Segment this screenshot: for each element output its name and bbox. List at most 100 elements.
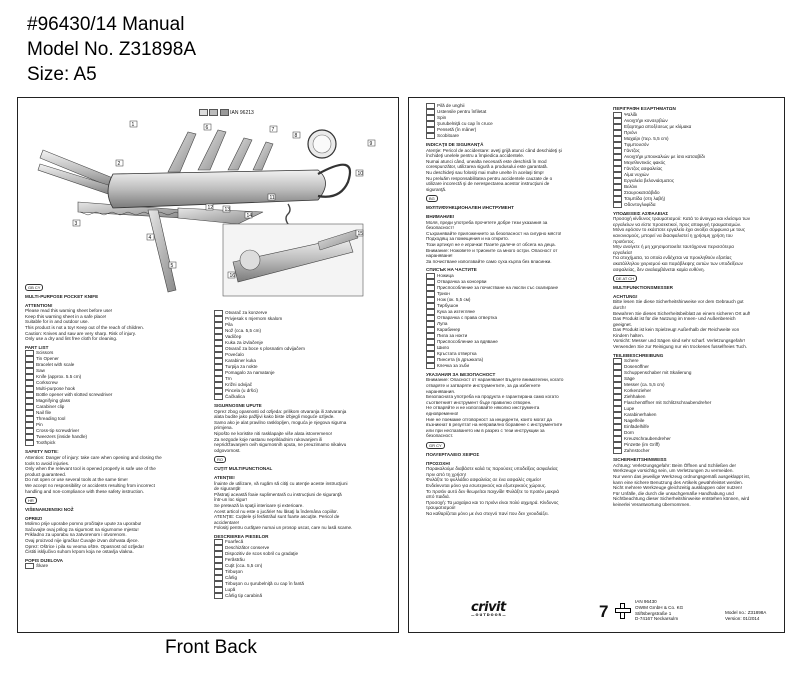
text-line: Не отваряйте и не използвайте няколко ин… (426, 405, 540, 411)
text-line: Werkzeuge vorsichtig sein, um Verletzung… (613, 468, 734, 474)
text-line: primjena. (214, 425, 233, 431)
list-item: Γάντζος (613, 147, 781, 154)
list-item: Zahnstocher (613, 448, 781, 455)
text-line: de siguranţă! (214, 486, 241, 492)
list-item: Dosenöffner (613, 364, 781, 371)
text-line: Подходящ за помещения и на открито. (426, 236, 509, 242)
list-item: Шило (426, 344, 606, 351)
callout-4: 4 (149, 235, 152, 241)
text-line: Παρακαλούμε διαβάστε καλά τις παρούσες υ… (426, 466, 558, 472)
text-line: handling and non-compliance with these s… (25, 488, 144, 494)
list-item: Ψαλίδι (613, 111, 781, 118)
list-item: Spin (426, 115, 606, 121)
list-item: Nož (cca. 5,5 cm) (214, 328, 394, 334)
list-item: Privjesak s mjernom skalom (214, 316, 394, 322)
list-item: Тирбушон (426, 302, 606, 309)
text-line: Vorsicht: Messer und Sägen sind sehr sch… (613, 338, 746, 344)
list-item: Οδοντογλυφίδα (613, 201, 781, 208)
text-line: Το προϊόν αυτό δεν θεωρείται παιχνίδι! Φ… (426, 488, 560, 494)
section-title-bg: МУЛТИФУНКЦИОНАЛЕН ИНСТРУМЕНТ (426, 205, 514, 211)
list-item: Pomagalo za namatanje (214, 370, 394, 376)
callout-16: 16 (230, 273, 236, 279)
text-line: tools to avoid injuries. (25, 460, 70, 466)
callout-11: 11 (270, 195, 275, 201)
text-line: съответният инструмент бъде правилно отв… (426, 399, 532, 405)
list-item: Magnifying glass (25, 398, 205, 405)
text-line: възникнат в резултат на неправилно борав… (426, 422, 563, 428)
list-item: Lupă (214, 587, 394, 594)
descriere-title: DESCRIEREA PIESELOR (214, 533, 269, 539)
lang-badge-bg: BG (426, 195, 438, 203)
text-line: Čistiti isključivo suhom krpom koja ne o… (25, 549, 134, 555)
callout-5: 5 (171, 263, 174, 269)
text-line: Please read this warning sheet before us… (25, 308, 113, 314)
text-line: Molimo prije uporabe pomno pročitajte up… (25, 521, 142, 527)
list-item: Kuka za izvlačenje (214, 340, 394, 346)
callout-14: 14 (247, 213, 253, 219)
header-model-number: Model No. Z31898A (27, 39, 196, 60)
popis-title: POPIS DIJELOVA (25, 557, 63, 563)
text-line: Oprez zbog opasnosti od ozljeda: priliko… (214, 408, 347, 414)
lang-badge-ro: RO (214, 456, 226, 464)
list-item: Ustensile pentru înfiletat (426, 109, 606, 115)
text-line: Bitte lesen Sie diese Sicherheitshinweis… (613, 299, 744, 305)
list-item: Saw (25, 368, 205, 375)
list-item: Corkscrew (25, 380, 205, 387)
text-line: Να καθαρίζεται μόνο με ένα στεγνό πανί π… (426, 510, 549, 516)
list-item: Кука за изтегляне (426, 308, 606, 315)
sicherheit-title: SICHERHEITSHINWEISS (613, 457, 667, 463)
text-line: Bewahren Sie dieses Sicherheitsbeiblatt … (613, 310, 751, 316)
list-item: Čačkalica (214, 394, 394, 400)
list-item: Εργαλεία βελονιάσματος (613, 177, 781, 184)
text-line: τραυματισμού! (426, 505, 456, 511)
text-line: Nur wenn das jeweilige Werkzeug ordnungs… (613, 474, 751, 480)
text-line: ασφαλείας, δεν αναλαμβάνεται καμία ευθύν… (613, 266, 705, 272)
text-line: Για ατυχήματα, τα οποία ενδέχεται να προ… (613, 255, 732, 261)
list-item: Cuţit (cca. 5,5 cm) (214, 563, 394, 570)
text-line: Keep this warning sheet in a safe place! (25, 313, 107, 319)
text-line: Attention: Danger of injury: take care w… (25, 454, 162, 460)
list-item: Vadičep (214, 334, 394, 340)
text-line: отваряте и затваряте инструментите, за д… (426, 383, 541, 389)
text-line: безопасност! (426, 225, 454, 231)
text-line: Ovaj proizvod nije igračka! Čuvajte izva… (25, 538, 139, 544)
text-line: This product is not a toy! Keep out of t… (25, 324, 144, 330)
list-item: Messer (ca. 5,5 cm) (613, 382, 781, 389)
list-item: Pila (214, 322, 394, 328)
text-line: We accept no responsibility or accidents… (25, 482, 155, 488)
list-item: Tweezers (inside handle) (25, 434, 205, 441)
list-item: Пинсета (в дръжката) (426, 356, 606, 363)
text-line: Se pretează la spaţii interioare şi exte… (214, 502, 304, 508)
list-item: Toothpick (25, 440, 205, 447)
text-line: Prikladno za uporabu na zatvorenom i otv… (25, 532, 127, 538)
list-item: Säge (613, 376, 781, 383)
list-item: Приспособление за вдяване (426, 338, 606, 345)
callout-2: 2 (118, 161, 121, 167)
list-item: Нож (ок. 5,5 см) (426, 296, 606, 303)
oprez-title: OPREZ! (25, 515, 43, 521)
list-item: Križni odvijač (214, 382, 394, 388)
text-line: Za nezgode koje nastanu neprikladnim ruk… (214, 436, 323, 442)
callout-13: 13 (225, 207, 231, 213)
text-line: Only use a dry and lint free cloth for c… (25, 336, 118, 342)
list-item: Λίμα νυχιών (613, 171, 781, 178)
callout-9: 9 (370, 141, 373, 147)
page-number: 7 (599, 602, 609, 621)
model-version-info: Model no.: Z31898A Version: 01/2014 (725, 610, 767, 621)
text-line: Внимание: Опасност от нараняване! Бъдете… (426, 377, 564, 383)
list-item: Отварачка с права отвертка (426, 314, 606, 321)
list-item: Carabiner clip (25, 404, 205, 411)
list-item: Korkenzieher (613, 388, 781, 395)
callout-6: 6 (206, 125, 209, 131)
section-title-gr: ΠΟΛΥΕΡΓΑΛΕΙΟ ΧΕΙΡΟΣ (426, 452, 480, 457)
text-line: Verwenden Sie zur Reinigung nur ein troc… (613, 344, 748, 350)
text-line: Folosiţi pentru curăţare numai un prosop… (214, 525, 353, 531)
text-line: Kindern halten. (613, 332, 644, 338)
text-line: Nu deschideţi sau folosiţi mai multe une… (426, 169, 544, 175)
ypodeixeis-title: ΥΠΟΔΕΙΞΕΙΣ ΑΣΦΑΛΕΙΑΣ (613, 210, 669, 216)
text-line: într-un loc sigur! (214, 497, 247, 503)
perigrafi-title: ΠΕΡΙΓΡΑΦΗ ΕΞΑΡΤΗΜΑΤΩΝ (613, 106, 676, 111)
text-line: από παιδιά. (426, 494, 450, 500)
